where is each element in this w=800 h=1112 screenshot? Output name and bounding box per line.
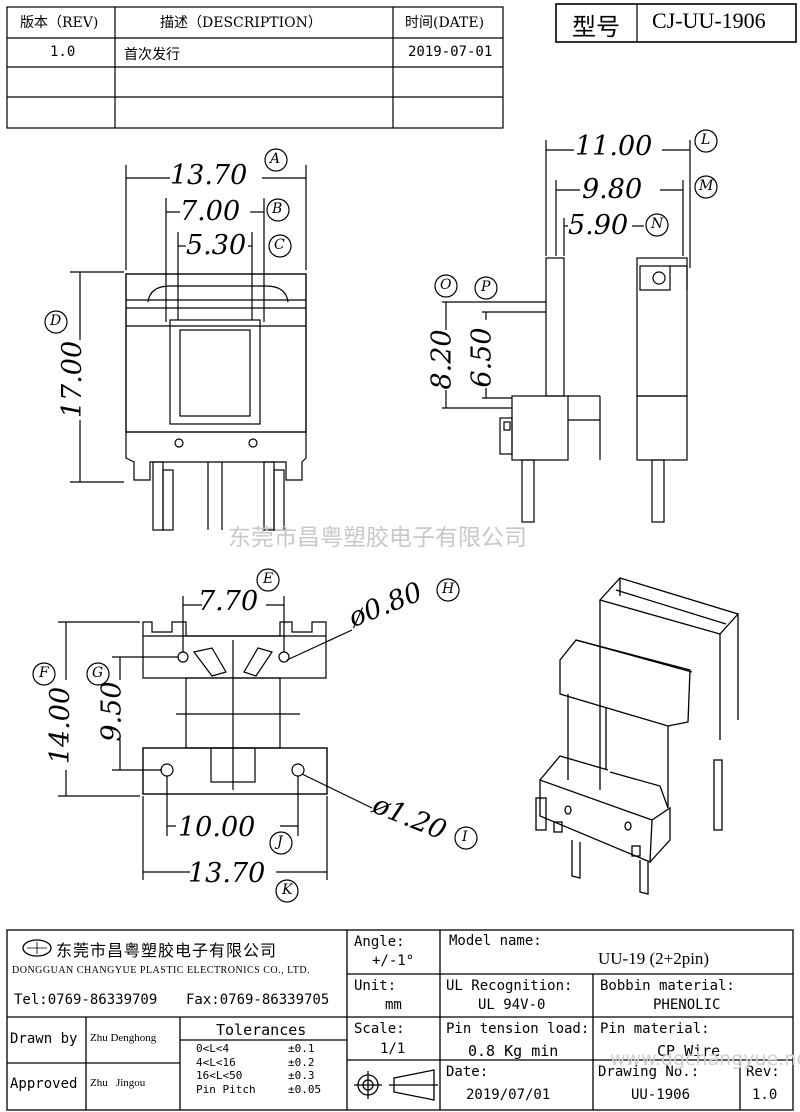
side-view <box>442 140 691 523</box>
model-box-label: 型号 <box>572 13 620 41</box>
ul-recognition-value: UL 94V-0 <box>478 997 546 1013</box>
ref-letter-o: O <box>440 277 452 293</box>
dim-c: 5.30 <box>186 230 247 261</box>
website-watermark: www.dgchangyue.net <box>610 1048 800 1070</box>
dim-l: 11.00 <box>575 131 653 162</box>
drawing-no-label: Drawing No.: <box>598 1064 700 1080</box>
drawn-by-label: Drawn by <box>10 1031 78 1047</box>
bobbin-material-value: PHENOLIC <box>653 997 721 1013</box>
drawing-no-value: UU-1906 <box>631 1087 691 1103</box>
model-name-value: UU-19 (2+2pin) <box>598 949 710 968</box>
rev-row-1-rev: 1.0 <box>50 44 76 60</box>
pin-tension-label: Pin tension load: <box>446 1021 590 1037</box>
model-name-label: Model name: <box>449 933 542 949</box>
dim-g: 9.50 <box>96 681 128 742</box>
dim-p: 6.50 <box>466 327 498 388</box>
ref-letter-f: F <box>39 665 49 681</box>
dim-a: 13.70 <box>170 160 248 191</box>
ul-recognition-label: UL Recognition: <box>446 978 573 994</box>
date-value: 2019/07/01 <box>466 1087 551 1103</box>
title-block-grid <box>6 929 794 1111</box>
company-fax: Fax:0769-86339705 <box>186 992 330 1008</box>
rev-header-rev: 版本（REV) <box>20 15 99 31</box>
scale-label: Scale: <box>354 1021 405 1037</box>
tolerances-title: Tolerances <box>216 1021 307 1039</box>
model-box-value: CJ-UU-1906 <box>652 8 766 33</box>
company-watermark: 东莞市昌粤塑胶电子有限公司 <box>228 525 527 551</box>
rev-label: Rev: <box>746 1064 780 1080</box>
scale-value: 1/1 <box>380 1041 406 1057</box>
revision-table-grid <box>6 6 504 129</box>
company-name-cn: 东莞市昌粤塑胶电子有限公司 <box>56 941 278 960</box>
ref-letter-n: N <box>651 216 664 232</box>
tolerance-row: 0<L<4±0.1 <box>196 1042 315 1055</box>
ref-letter-h: H <box>442 581 455 597</box>
ref-letter-d: D <box>50 313 62 329</box>
dim-f: 14.00 <box>45 686 77 765</box>
tolerance-row: 4<L<16±0.2 <box>196 1055 315 1069</box>
ref-letter-l: L <box>701 132 711 148</box>
dim-o: 8.20 <box>426 329 458 390</box>
model-box-frame <box>555 3 797 43</box>
ref-letter-g: G <box>92 665 104 681</box>
rev-header-date: 时间(DATE) <box>405 15 485 31</box>
ref-letter-m: M <box>699 178 714 194</box>
dim-j: 10.00 <box>178 812 256 843</box>
rev-row-1-description: 首次发行 <box>124 47 180 63</box>
tolerance-table: 0<L<4±0.1 4<L<16±0.2 16<L<50±0.3 Pin Pit… <box>196 1042 344 1096</box>
rev-header-description: 描述（DESCRIPTION） <box>160 15 322 31</box>
angle-value: +/-1° <box>372 953 415 969</box>
bobbin-material-label: Bobbin material: <box>600 978 735 994</box>
ref-letter-b: B <box>272 201 283 217</box>
company-name-en: DONGGUAN CHANGYUE PLASTIC ELECTRONICS CO… <box>12 965 311 976</box>
date-label: Date: <box>446 1064 489 1080</box>
ref-letter-c: C <box>274 237 285 253</box>
pin-material-value: CP Wire <box>657 1042 721 1060</box>
ref-letter-p: P <box>481 279 491 295</box>
dim-m: 9.80 <box>582 174 643 205</box>
drawn-by-value: Zhu Denghong <box>90 1032 157 1044</box>
ref-letter-e: E <box>263 571 274 587</box>
company-tel: Tel:0769-86339709 <box>14 992 158 1008</box>
ref-letter-j: J <box>277 834 283 850</box>
reference-circles <box>32 129 718 903</box>
unit-label: Unit: <box>354 978 397 994</box>
rev-row-1-date: 2019-07-01 <box>408 44 493 60</box>
dim-k: 13.70 <box>188 858 266 889</box>
tolerance-row: 16<L<50±0.3 <box>196 1069 315 1082</box>
dim-b: 7.00 <box>180 196 241 227</box>
ref-letter-i: I <box>462 829 468 845</box>
ref-letter-a: A <box>270 151 281 167</box>
bottom-view <box>58 596 373 880</box>
dim-d: 17.00 <box>57 340 89 419</box>
angle-label: Angle: <box>354 934 405 950</box>
ref-letter-k: K <box>282 882 293 898</box>
dim-e: 7.70 <box>198 586 259 617</box>
approved-value: Zhu Jingou <box>90 1077 146 1089</box>
front-view <box>70 165 307 531</box>
dim-n: 5.90 <box>568 210 629 241</box>
tolerance-row: Pin Pitch±0.05 <box>196 1082 322 1096</box>
unit-value: mm <box>385 997 402 1013</box>
pin-tension-value: 0.8 Kg min <box>468 1042 559 1060</box>
pin-material-label: Pin material: <box>600 1021 710 1037</box>
isometric-view <box>535 577 740 895</box>
rev-value: 1.0 <box>752 1087 778 1103</box>
approved-label: Approved <box>10 1076 78 1092</box>
